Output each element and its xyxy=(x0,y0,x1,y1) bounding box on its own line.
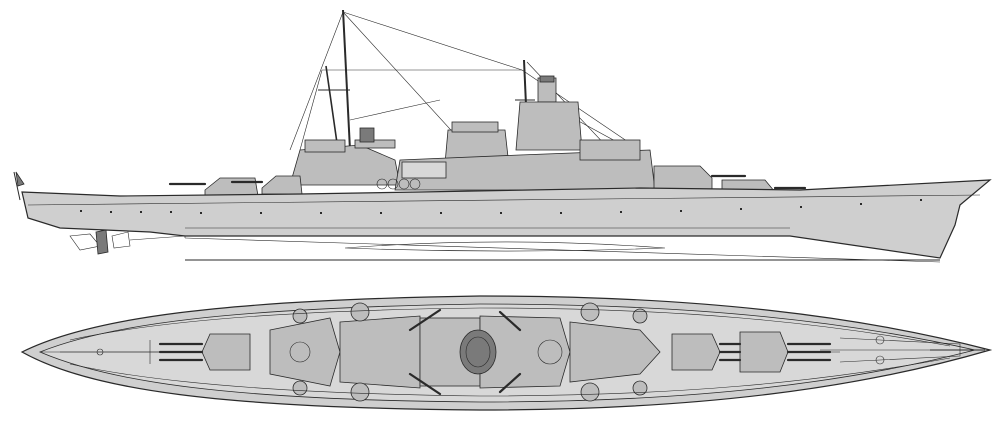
deck-lines xyxy=(60,307,951,397)
superstructure-plan xyxy=(269,315,661,389)
hull-side xyxy=(21,179,992,263)
top-plan-view xyxy=(20,295,993,411)
bow-arrangement xyxy=(820,335,985,365)
foremast xyxy=(318,9,351,151)
turret-bruno-side xyxy=(230,175,303,195)
funnel-top xyxy=(459,329,497,375)
propellers-rudder xyxy=(69,229,186,255)
turret-anton-side xyxy=(168,177,259,197)
turret-caesar-plan xyxy=(158,333,251,371)
secondary-mounts-plan xyxy=(292,302,648,402)
stern-flagstaff xyxy=(13,171,25,201)
boat-circles xyxy=(376,178,421,190)
turret-bruno-plan xyxy=(671,333,742,371)
portholes xyxy=(80,199,922,214)
superstructure-side xyxy=(289,75,656,191)
side-elevation-view xyxy=(13,9,992,263)
